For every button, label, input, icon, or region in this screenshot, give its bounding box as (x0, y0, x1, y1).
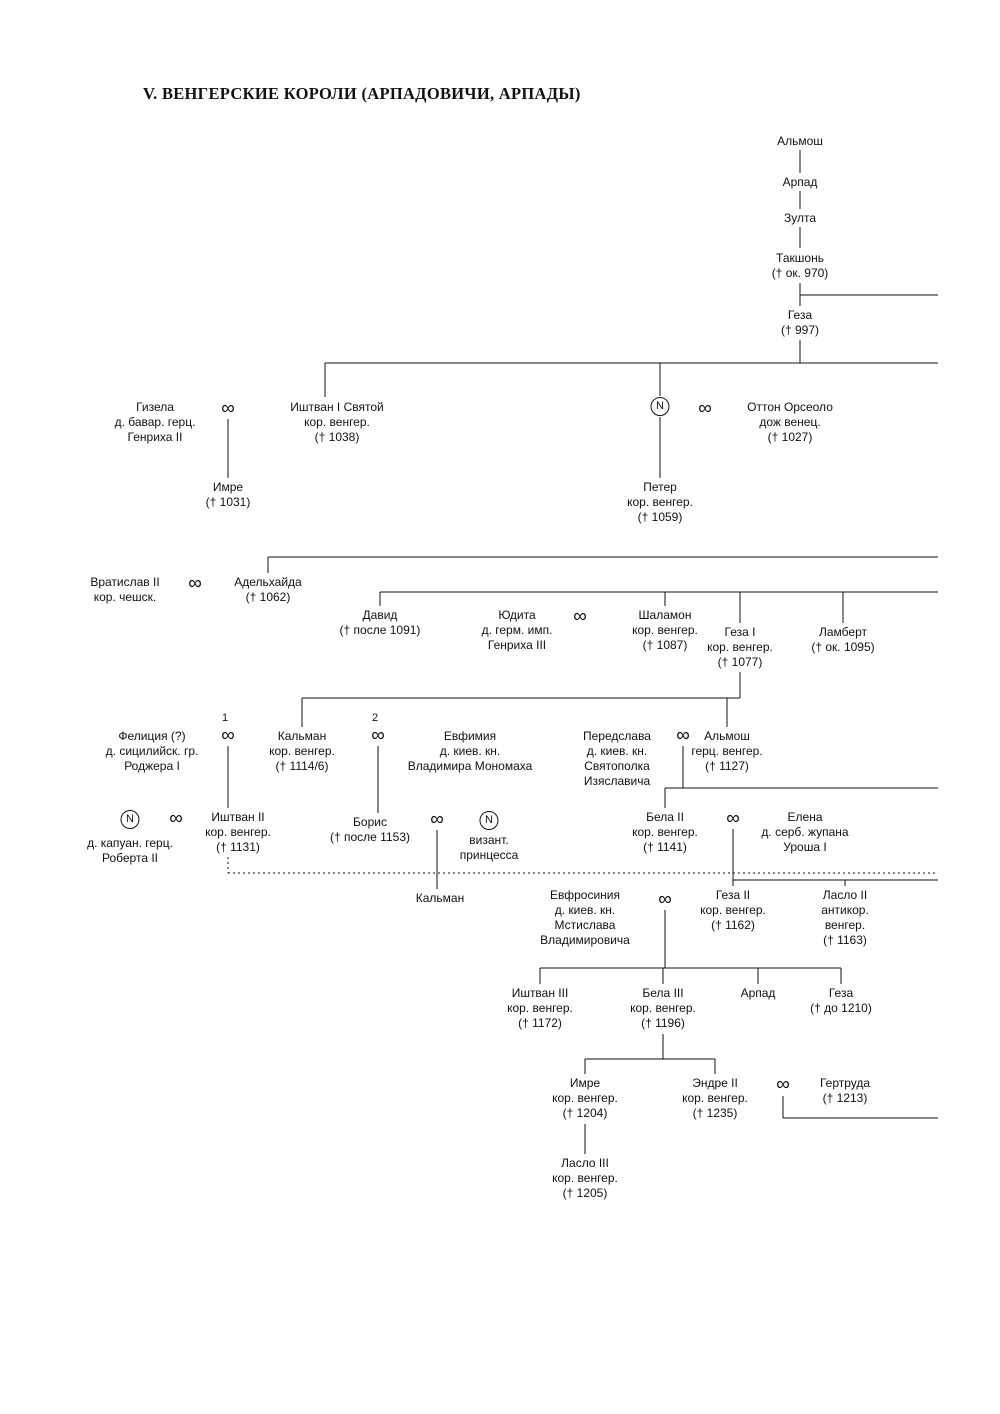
marriage-symbol-vratislav-adelhaida: ∞ (188, 573, 202, 594)
person-adelhaida: Адельхайда († 1062) (234, 575, 302, 604)
person-almos-ancestor: Альмош (777, 134, 823, 148)
person-istvan-i: Иштван I Святой кор. венгер. († 1038) (290, 400, 384, 444)
person-geza-i: Геза I кор. венгер. († 1077) (707, 625, 773, 669)
unknown-spouse-icon-3: N (479, 811, 499, 830)
person-laslo-ii: Ласло II антикор. венгер. († 1163) (821, 888, 869, 947)
person-laslo-iii: Ласло III кор. венгер. († 1205) (552, 1156, 618, 1200)
person-gertruda: Гертруда († 1213) (819, 1076, 871, 1105)
person-bela-ii: Бела II кор. венгер. († 1141) (632, 810, 698, 854)
person-kapuan-wife: д. капуан. герц. Роберта II (87, 836, 173, 865)
person-peter: Петер кор. венгер. († 1059) (627, 480, 693, 524)
marriage-symbol-gizela-istvan: ∞ (221, 398, 235, 419)
person-evfimia: Евфимия д. киев. кн. Владимира Мономаха (407, 729, 533, 773)
marriage-symbol-peredslava-almos: ∞ (676, 725, 690, 746)
person-otton-orseolo: Оттон Орсеоло дож венец. († 1027) (747, 400, 833, 444)
unknown-spouse-icon-2: N (120, 810, 140, 829)
person-zulta: Зулта (783, 211, 817, 225)
person-david: Давид († после 1091) (339, 608, 421, 637)
marriage-symbol-evfrosinia-geza-ii: ∞ (658, 889, 672, 910)
person-vratislav-ii: Вратислав II кор. чешск. (90, 575, 160, 604)
diagram-title: V. ВЕНГЕРСКИЕ КОРОЛИ (АРПАДОВИЧИ, АРПАДЫ… (143, 84, 581, 103)
marriage-symbol-kalman-evfimia: ∞ (371, 725, 385, 746)
marriage-symbol-endre-gertruda: ∞ (776, 1074, 790, 1095)
marriage-symbol-felicia-kalman: ∞ (221, 725, 235, 746)
person-gizela: Гизела д. бавар. герц. Генриха II (114, 400, 196, 444)
person-shalamon: Шаламон кор. венгер. († 1087) (632, 608, 698, 652)
person-endre-ii: Эндре II кор. венгер. († 1235) (682, 1076, 748, 1120)
person-boris: Борис († после 1153) (330, 815, 410, 844)
person-arpad-son: Арпад (740, 986, 776, 1000)
solid-connectors (227, 150, 938, 1154)
person-geza-ii: Геза II кор. венгер. († 1162) (700, 888, 766, 932)
person-almos-duke: Альмош герц. венгер. († 1127) (691, 729, 763, 773)
person-geza-son: Геза († до 1210) (810, 986, 872, 1015)
dotted-connectors (227, 857, 938, 874)
person-yudita: Юдита д. герм. имп. Генриха III (481, 608, 553, 652)
person-arpad-ancestor: Арпад (782, 175, 818, 189)
person-evfrosinia: Евфросиния д. киев. кн. Мстислава Владим… (540, 888, 630, 947)
marriage-symbol-n-istvan-ii: ∞ (169, 808, 183, 829)
person-felicia: Фелиция (?) д. сицилийск. гр. Роджера I (105, 729, 199, 773)
person-istvan-ii: Иштван II кор. венгер. († 1131) (205, 810, 271, 854)
marriage-symbol-boris-princess: ∞ (430, 809, 444, 830)
marriage-number-first: 1 (221, 712, 229, 724)
marriage-symbol-n-otton: ∞ (698, 398, 712, 419)
person-takshon: Такшонь († ок. 970) (771, 251, 829, 280)
person-lambert: Ламберт († ок. 1095) (811, 625, 875, 654)
person-elena: Елена д. серб. жупана Уроша I (761, 810, 849, 854)
marriage-number-second: 2 (371, 712, 379, 724)
person-bela-iii: Бела III кор. венгер. († 1196) (630, 986, 696, 1030)
person-imre-king: Имре кор. венгер. († 1204) (552, 1076, 618, 1120)
person-imre-i: Имре († 1031) (205, 480, 251, 509)
person-istvan-iii: Иштван III кор. венгер. († 1172) (507, 986, 573, 1030)
person-vizant-princess: визант. принцесса (459, 833, 519, 862)
person-geza-grand-prince: Геза († 997) (780, 308, 820, 337)
unknown-spouse-icon-1: N (650, 397, 670, 416)
marriage-symbol-bela-elena: ∞ (726, 808, 740, 829)
marriage-symbol-yudita-shalamon: ∞ (573, 606, 587, 627)
person-kalman-king: Кальман кор. венгер. († 1114/6) (269, 729, 335, 773)
person-kalman-son: Кальман (415, 891, 465, 905)
person-peredslava: Передслава д. киев. кн. Святополка Изясл… (583, 729, 651, 788)
